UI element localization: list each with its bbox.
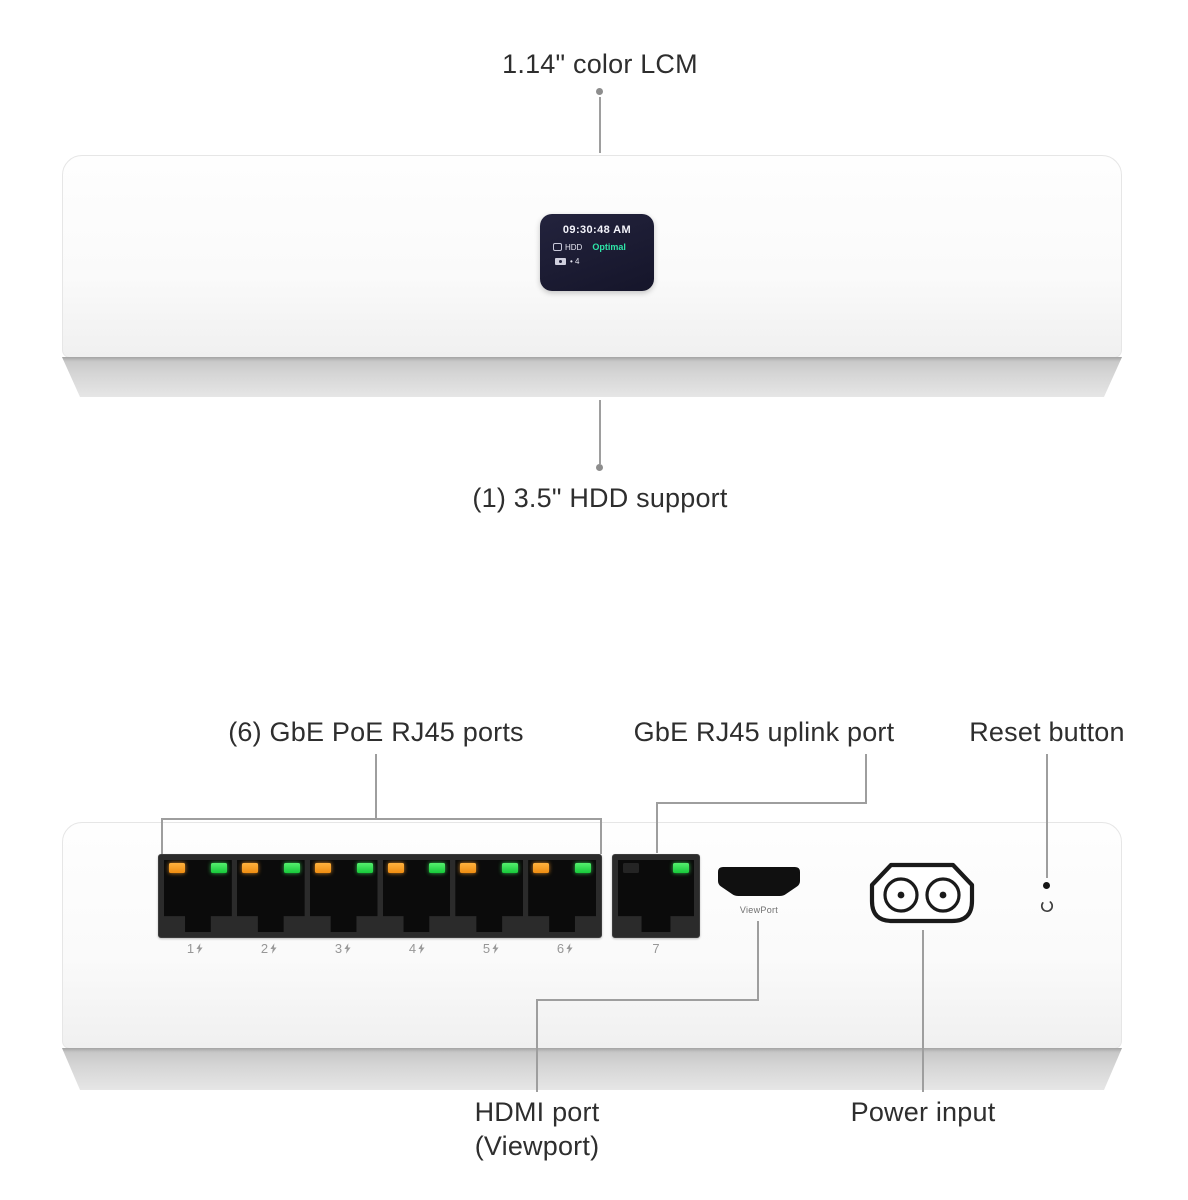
poe-port-label-5: 5 [476,941,506,956]
hdd-icon [553,243,562,251]
callout-uplink-label: GbE RJ45 uplink port [633,717,895,747]
poe-led-green [502,863,519,873]
poe-led-orange [533,863,550,873]
poe-led-green [283,863,300,873]
rear-device-base [62,1048,1122,1090]
poe-port-2 [236,860,305,932]
callout-uplink-line-span [656,802,867,804]
callout-poe-line-span [161,818,602,820]
callout-hdd-label: (1) 3.5" HDD support [472,483,728,513]
port-number: 5 [482,941,491,956]
port-number: 4 [408,941,417,956]
hdmi-port-icon [718,867,800,896]
poe-bolt-icon [566,943,573,954]
port-number: 3 [334,941,343,956]
lcm-time: 09:30:48 AM [562,224,632,236]
front-device-base [62,357,1122,397]
poe-port-label-1: 1 [180,941,210,956]
poe-led-green [429,863,446,873]
poe-led-orange [169,863,185,873]
callout-lcm-dot [596,88,603,95]
reset-hole [1043,882,1050,889]
poe-port-label-4: 4 [402,941,432,956]
poe-port-label-3: 3 [328,941,358,956]
callout-hdd-dot [596,464,603,471]
lcm-hdd-row: HDD Optimal [553,242,654,252]
poe-led-orange [314,863,331,873]
poe-led-green [356,863,373,873]
lcm-hdd-status: Optimal [592,242,626,252]
uplink-led-off [623,863,639,873]
port-number: 7 [652,941,660,956]
poe-port-5 [455,860,524,932]
poe-port-panel [158,854,602,938]
callout-reset-label: Reset button [969,717,1125,747]
poe-port-4 [382,860,451,932]
poe-bolt-icon [344,943,351,954]
viewport-label: ViewPort [739,905,779,915]
port-number: 6 [556,941,565,956]
poe-bolt-icon [492,943,499,954]
uplink-led-green [673,863,689,873]
callout-poe-line-stem [375,754,377,818]
poe-port-3 [309,860,378,932]
poe-led-green [210,863,227,873]
lcm-screen: 09:30:48 AM HDD Optimal • 4 [540,214,654,291]
callout-hdmi-line-stem [757,921,759,1001]
poe-port-6 [528,860,596,932]
reset-icon [1040,899,1054,913]
callout-uplink-line-drop [656,804,658,853]
callout-uplink-line-stem [865,754,867,802]
callout-reset-line [1046,754,1048,878]
poe-bolt-icon [196,943,203,954]
callout-poe-line-left [161,820,163,854]
callout-lcm-label: 1.14" color LCM [502,49,698,79]
poe-port-label-2: 2 [254,941,284,956]
callout-poe-ports-label: (6) GbE PoE RJ45 ports [228,717,524,747]
port-number: 1 [186,941,195,956]
uplink-port-label: 7 [641,941,671,956]
lcm-camera-count: • 4 [570,257,580,266]
camera-icon [555,258,566,265]
power-input-icon [869,862,975,924]
callout-lcm-line [599,97,601,153]
lcm-camera-row: • 4 [555,257,654,266]
poe-led-orange [460,863,477,873]
callout-hdmi-label-line2: (Viewport) [474,1131,600,1161]
callout-hdmi-line-span [536,999,759,1001]
poe-led-green [575,863,591,873]
poe-bolt-icon [418,943,425,954]
poe-led-orange [241,863,258,873]
callout-power-line [922,930,924,1092]
poe-led-orange [387,863,404,873]
poe-bolt-icon [270,943,277,954]
callout-hdmi-label-line1: HDMI port [474,1097,600,1127]
lcm-hdd-label: HDD [565,242,583,252]
uplink-port [618,860,694,932]
callout-hdd-line [599,400,601,464]
port-number: 2 [260,941,269,956]
callout-power-label: Power input [850,1097,996,1127]
poe-port-label-6: 6 [550,941,580,956]
uplink-port-panel [612,854,700,938]
callout-poe-line-right [600,820,602,854]
poe-port-1 [164,860,232,932]
callout-hdmi-line-drop [536,1001,538,1092]
